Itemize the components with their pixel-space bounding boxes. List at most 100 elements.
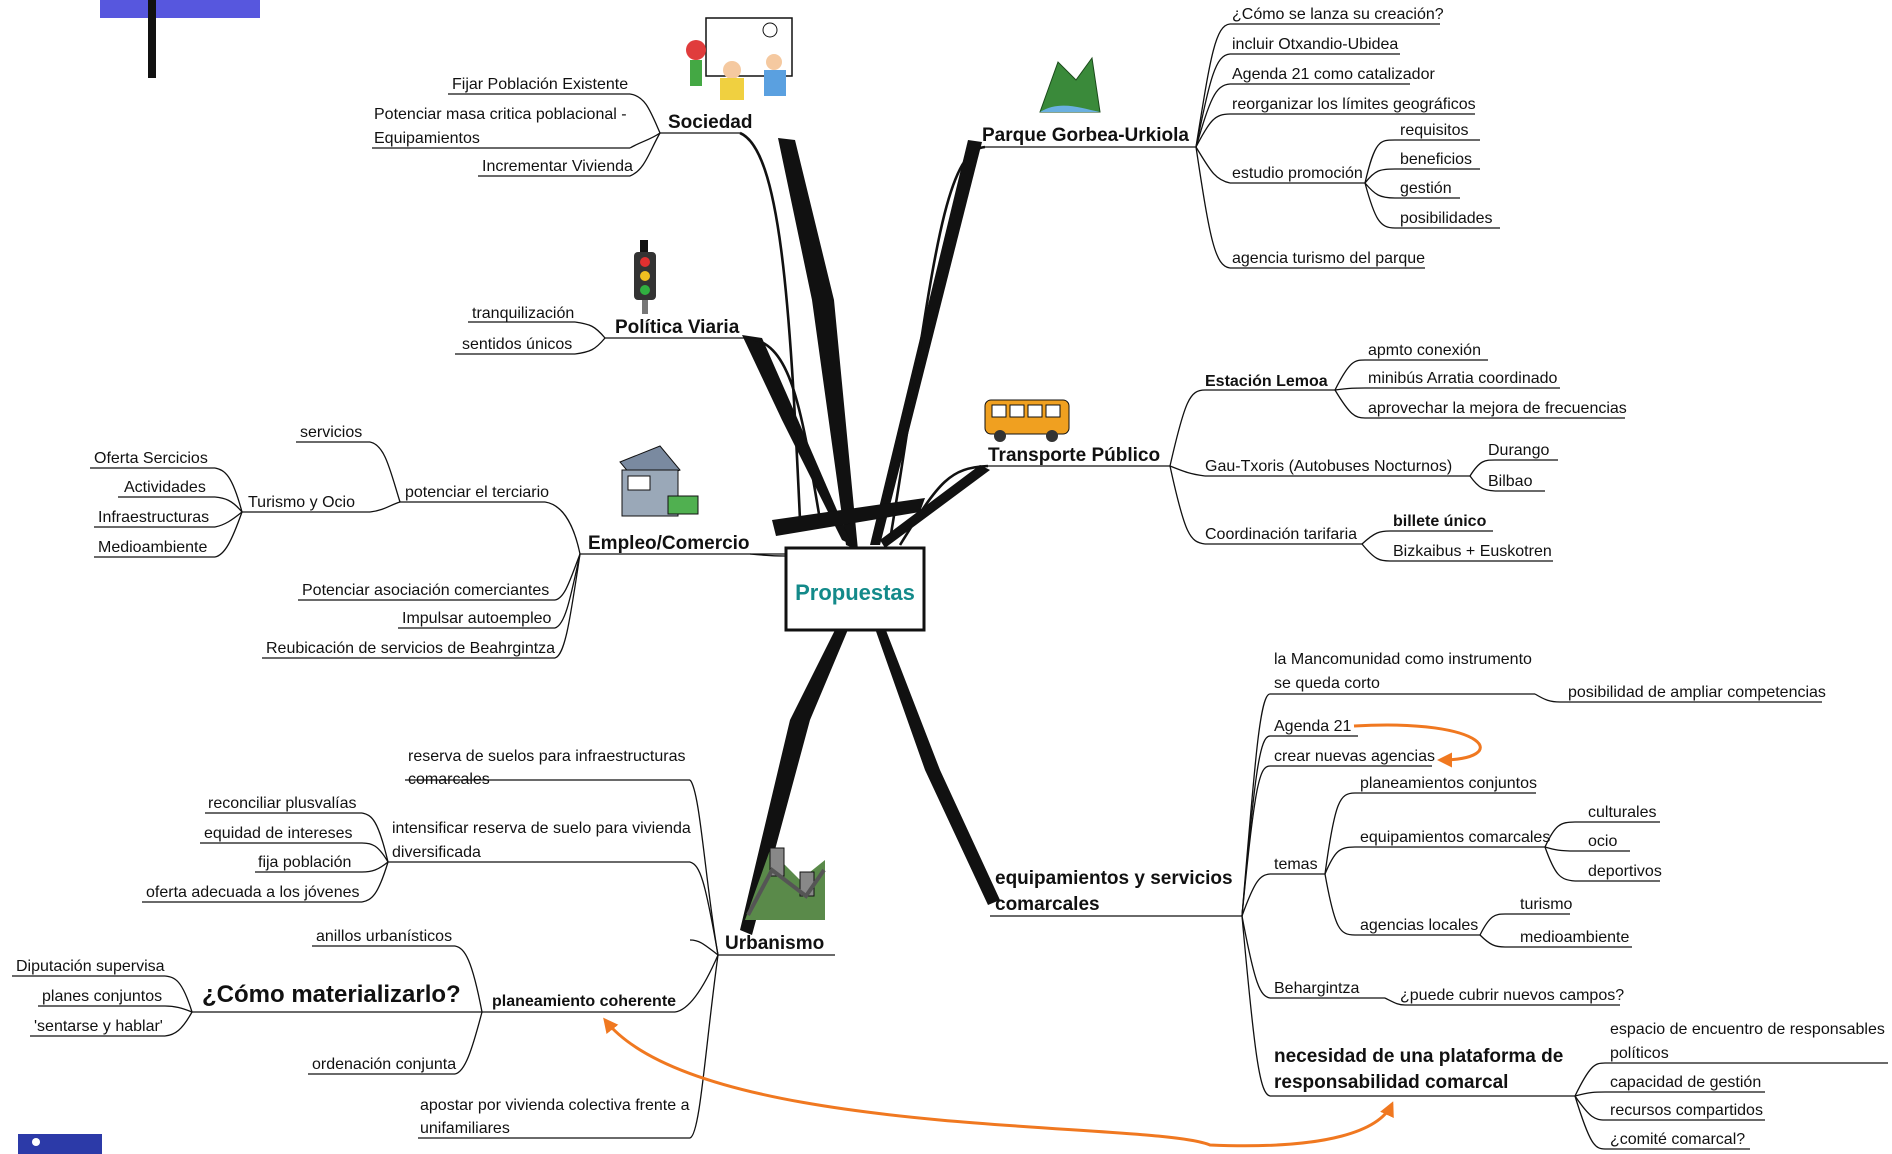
transporte-billete[interactable]: billete único bbox=[1393, 513, 1487, 530]
empleo-item[interactable]: Potenciar asociación comerciantes bbox=[302, 582, 549, 599]
transporte-estacion[interactable]: Estación Lemoa bbox=[1205, 373, 1328, 390]
como-item[interactable]: 'sentarse y hablar' bbox=[34, 1018, 163, 1035]
empleo-comercio-title[interactable]: Empleo/Comercio bbox=[588, 533, 750, 554]
equip-comarcales-item[interactable]: deportivos bbox=[1588, 863, 1662, 880]
empleo-item[interactable]: Reubicación de servicios de Beahrgintza bbox=[266, 640, 555, 657]
sociedad-item[interactable]: Incrementar Vivienda bbox=[482, 158, 633, 175]
empleo-item[interactable]: Impulsar autoempleo bbox=[402, 610, 552, 627]
intensificar-item[interactable]: oferta adecuada a los jóvenes bbox=[146, 884, 359, 901]
estacion-item[interactable]: aprovechar la mejora de frecuencias bbox=[1368, 400, 1627, 417]
politica-viaria-title[interactable]: Política Viaria bbox=[615, 317, 740, 338]
urbanismo-title[interactable]: Urbanismo bbox=[725, 933, 824, 954]
gau-item[interactable]: Bilbao bbox=[1488, 473, 1533, 490]
equip-behargintza[interactable]: Behargintza bbox=[1274, 980, 1359, 997]
urbanismo-reserva[interactable]: comarcales bbox=[408, 771, 490, 788]
politica-viaria-item[interactable]: tranquilización bbox=[472, 305, 574, 322]
children-drawing-icon bbox=[686, 17, 793, 100]
center-node[interactable]: Propuestas bbox=[772, 498, 926, 632]
equip-comarcales[interactable]: equipamientos comarcales bbox=[1360, 829, 1550, 846]
branch-empleo-comercio: Empleo/Comercio potenciar el terciario s… bbox=[90, 424, 786, 659]
empleo-potenciar-terciario[interactable]: potenciar el terciario bbox=[405, 484, 549, 501]
cash-register-icon bbox=[619, 445, 699, 517]
urbanismo-ordenacion[interactable]: ordenación conjunta bbox=[312, 1056, 456, 1073]
equip-comarcales-item[interactable]: ocio bbox=[1588, 833, 1617, 850]
intensificar-item[interactable]: equidad de intereses bbox=[204, 825, 353, 842]
equip-necesidad[interactable]: responsabilidad comarcal bbox=[1274, 1072, 1508, 1093]
branch-urbanismo: Urbanismo reserva de suelos para infraes… bbox=[12, 748, 835, 1139]
necesidad-item[interactable]: recursos compartidos bbox=[1610, 1102, 1763, 1119]
gau-item[interactable]: Durango bbox=[1488, 442, 1549, 459]
como-item[interactable]: Diputación supervisa bbox=[16, 958, 165, 975]
intensificar-item[interactable]: reconciliar plusvalías bbox=[208, 795, 357, 812]
equip-agenda21[interactable]: Agenda 21 bbox=[1274, 718, 1352, 735]
relation-arrows bbox=[603, 723, 1482, 1148]
empleo-turismo-ocio[interactable]: Turismo y Ocio bbox=[248, 494, 355, 511]
corner-decoration-bottom bbox=[18, 1134, 102, 1154]
equip-agencias-locales[interactable]: agencias locales bbox=[1360, 917, 1478, 934]
equip-comarcales-item[interactable]: culturales bbox=[1588, 804, 1656, 821]
estudio-item[interactable]: requisitos bbox=[1400, 122, 1468, 139]
equipamientos-title[interactable]: equipamientos y servicios bbox=[995, 868, 1233, 889]
equip-temas[interactable]: temas bbox=[1274, 856, 1318, 873]
politica-viaria-item[interactable]: sentidos únicos bbox=[462, 336, 572, 353]
urbanismo-planeamiento[interactable]: planeamiento coherente bbox=[492, 993, 676, 1010]
estacion-item[interactable]: apmto conexión bbox=[1368, 342, 1481, 359]
urbanismo-intensificar[interactable]: intensificar reserva de suelo para vivie… bbox=[392, 820, 691, 837]
branch-transporte: Transporte Público Estación Lemoa apmto … bbox=[898, 342, 1627, 562]
parque-item[interactable]: ¿Cómo se lanza su creación? bbox=[1232, 6, 1444, 23]
urbanismo-reserva[interactable]: reserva de suelos para infraestructuras bbox=[408, 748, 685, 765]
parque-item[interactable]: reorganizar los límites geográficos bbox=[1232, 96, 1476, 113]
agencias-item[interactable]: medioambiente bbox=[1520, 929, 1630, 946]
corner-decoration-top bbox=[100, 0, 260, 18]
parque-item[interactable]: Agenda 21 como catalizador bbox=[1232, 66, 1435, 83]
branch-equipamientos: equipamientos y servicios comarcales la … bbox=[990, 651, 1888, 1150]
como-item[interactable]: planes conjuntos bbox=[42, 988, 162, 1005]
necesidad-item[interactable]: capacidad de gestión bbox=[1610, 1074, 1761, 1091]
sociedad-item[interactable]: Fijar Población Existente bbox=[452, 76, 628, 93]
equip-mancomunidad[interactable]: se queda corto bbox=[1274, 675, 1380, 692]
urbanismo-anillos[interactable]: anillos urbanísticos bbox=[316, 928, 452, 945]
estacion-item[interactable]: minibús Arratia coordinado bbox=[1368, 370, 1558, 387]
parque-title[interactable]: Parque Gorbea-Urkiola bbox=[982, 125, 1189, 146]
necesidad-item[interactable]: espacio de encuentro de responsables bbox=[1610, 1021, 1885, 1038]
transporte-coordinacion[interactable]: Coordinación tarifaria bbox=[1205, 526, 1357, 543]
transporte-title[interactable]: Transporte Público bbox=[988, 445, 1160, 466]
great-wall-icon bbox=[745, 847, 826, 920]
parque-item[interactable]: incluir Otxandio-Ubidea bbox=[1232, 36, 1398, 53]
turismo-item[interactable]: Medioambiente bbox=[98, 539, 208, 556]
estudio-item[interactable]: posibilidades bbox=[1400, 210, 1493, 227]
agencias-item[interactable]: turismo bbox=[1520, 896, 1573, 913]
equip-necesidad[interactable]: necesidad de una plataforma de bbox=[1274, 1046, 1563, 1067]
sociedad-title[interactable]: Sociedad bbox=[668, 112, 752, 133]
equip-planeamientos[interactable]: planeamientos conjuntos bbox=[1360, 775, 1537, 792]
urbanismo-intensificar[interactable]: diversificada bbox=[392, 844, 481, 861]
equipamientos-title[interactable]: comarcales bbox=[995, 894, 1100, 915]
equip-crear-agencias[interactable]: crear nuevas agencias bbox=[1274, 748, 1435, 765]
equip-mancomunidad[interactable]: la Mancomunidad como instrumento bbox=[1274, 651, 1532, 668]
urbanismo-apostar[interactable]: unifamiliares bbox=[420, 1120, 510, 1137]
central-spokes bbox=[740, 138, 1000, 935]
parque-agencia[interactable]: agencia turismo del parque bbox=[1232, 250, 1425, 267]
equip-posibilidad[interactable]: posibilidad de ampliar competencias bbox=[1568, 684, 1826, 701]
parque-estudio[interactable]: estudio promoción bbox=[1232, 165, 1363, 182]
branch-sociedad: Sociedad Fijar Población Existente Poten… bbox=[372, 76, 802, 521]
estudio-item[interactable]: gestión bbox=[1400, 180, 1452, 197]
intensificar-item[interactable]: fija población bbox=[258, 854, 351, 871]
urbanismo-apostar[interactable]: apostar por vivienda colectiva frente a bbox=[420, 1097, 690, 1114]
transporte-gau[interactable]: Gau-Txoris (Autobuses Nocturnos) bbox=[1205, 458, 1452, 475]
como-materializarlo[interactable]: ¿Cómo materializarlo? bbox=[202, 981, 461, 1008]
turismo-item[interactable]: Infraestructuras bbox=[98, 509, 209, 526]
sociedad-item[interactable]: Potenciar masa critica poblacional - bbox=[374, 106, 627, 123]
traffic-light-icon bbox=[634, 240, 656, 314]
transporte-bizkaibus[interactable]: Bizkaibus + Euskotren bbox=[1393, 543, 1552, 560]
sociedad-item[interactable]: Equipamientos bbox=[374, 130, 480, 147]
equip-puede[interactable]: ¿puede cubrir nuevos campos? bbox=[1400, 987, 1624, 1004]
necesidad-item[interactable]: ¿comité comarcal? bbox=[1610, 1131, 1745, 1148]
necesidad-item[interactable]: políticos bbox=[1610, 1045, 1669, 1062]
turismo-item[interactable]: Oferta Sercicios bbox=[94, 450, 208, 467]
branch-politica-viaria: Política Viaria tranquilización sentidos… bbox=[455, 305, 822, 521]
empleo-servicios[interactable]: servicios bbox=[300, 424, 362, 441]
turismo-item[interactable]: Actividades bbox=[124, 479, 206, 496]
estudio-item[interactable]: beneficios bbox=[1400, 151, 1472, 168]
